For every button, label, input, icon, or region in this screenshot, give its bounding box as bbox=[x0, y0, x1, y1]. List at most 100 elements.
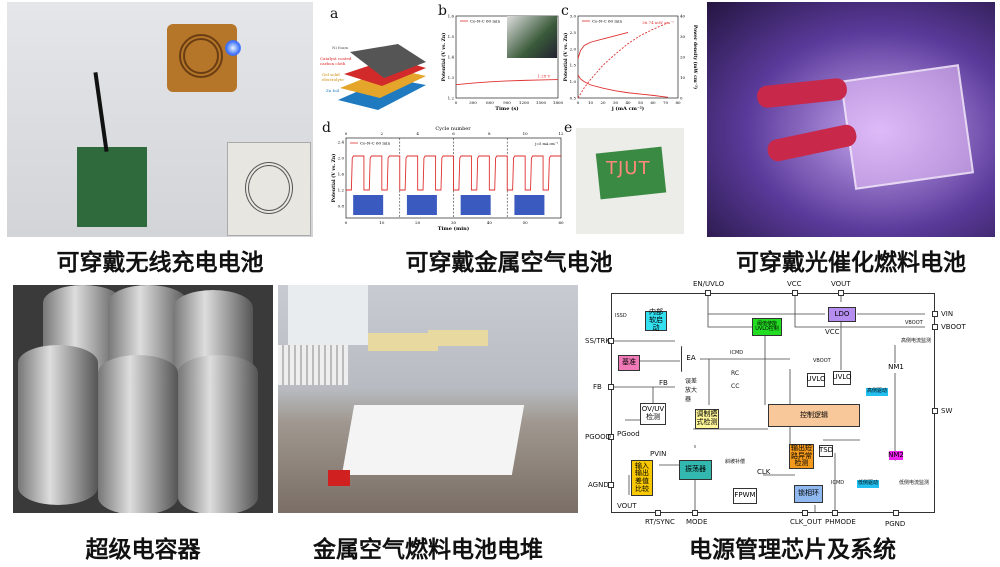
y-tick-label: 1.2 bbox=[338, 188, 345, 193]
photo-photocatalytic-fuel-cell bbox=[707, 2, 995, 237]
x-tick-label: 70 bbox=[663, 100, 669, 105]
label-pgood-wire: PGood bbox=[617, 430, 640, 438]
x-tick-label: 20 bbox=[600, 100, 606, 105]
legend-label: Co-N-C 60 min bbox=[592, 19, 622, 24]
label-vboot-wire: VBOOT bbox=[905, 320, 923, 326]
x-tick-label: 60 bbox=[650, 100, 656, 105]
label-high-side-monitor: 高侧电流监测 bbox=[901, 338, 932, 344]
photo-led-board: TJUT bbox=[576, 128, 684, 234]
layer-schematic bbox=[338, 44, 426, 110]
circuit-board bbox=[77, 147, 147, 227]
pin-label-ss-trk: SS/TRK bbox=[585, 337, 610, 345]
label-issd: ISSD bbox=[615, 313, 627, 319]
cell-device bbox=[839, 64, 975, 190]
block-mod-detect: 调制模式检测 bbox=[695, 409, 719, 429]
label-cc: CC bbox=[731, 383, 740, 390]
cable bbox=[93, 72, 109, 152]
label-error-amp: 误差放大器 bbox=[685, 378, 698, 403]
y2-axis-label: Power density (mW cm⁻²) bbox=[692, 25, 699, 89]
y-tick-label: 1.6 bbox=[338, 172, 345, 177]
y-tick-label: 1.3 bbox=[448, 75, 455, 80]
x-axis-label: j (mA cm⁻²) bbox=[611, 105, 644, 112]
x-tick-label: 0 bbox=[577, 100, 580, 105]
legend-label: Co-N-C 60 min bbox=[470, 19, 500, 24]
layer-ni-foam bbox=[350, 44, 426, 78]
x-tick-label: 600 bbox=[486, 100, 494, 105]
white-box bbox=[341, 405, 525, 475]
panel-label-e: e bbox=[564, 120, 573, 136]
label-ramp: 斜坡补偿 bbox=[725, 459, 746, 465]
caption-metal-air-battery: 可穿戴金属空气电池 bbox=[405, 250, 613, 276]
x2-tick-label: 12 bbox=[558, 131, 564, 136]
pin-label-fb: FB bbox=[593, 383, 602, 391]
red-load bbox=[328, 470, 350, 486]
photo-supercapacitor bbox=[13, 285, 273, 513]
plot-frame bbox=[577, 15, 679, 99]
y-tick-label: 1.4 bbox=[448, 55, 455, 60]
pin-label-phmode: PHMODE bbox=[825, 518, 856, 526]
y2-tick-label: 10 bbox=[680, 75, 686, 80]
x2-tick-label: 2 bbox=[381, 131, 384, 136]
label-pvin: PVIN bbox=[650, 450, 667, 458]
x-tick-label: 0 bbox=[345, 220, 348, 225]
y-tick-label: 2.0 bbox=[570, 46, 577, 51]
wires bbox=[611, 292, 925, 513]
photo-wireless-charging-battery bbox=[7, 2, 313, 237]
block-fpwm: FPWM bbox=[733, 488, 757, 504]
label-vboot-uvlo: VBOOT bbox=[813, 358, 831, 364]
x2-tick-label: 0 bbox=[345, 131, 348, 136]
y-tick-label: 2.4 bbox=[338, 140, 345, 145]
pin-label-pgood: PGOOD bbox=[585, 433, 612, 441]
pin-ss-trk bbox=[608, 338, 614, 344]
x-tick-label: 1500 bbox=[536, 100, 547, 105]
panel-label-d: d bbox=[322, 120, 331, 136]
pin-agnd bbox=[608, 482, 614, 488]
x-tick-label: 30 bbox=[451, 220, 457, 225]
pin-vboot bbox=[932, 324, 938, 330]
label-icmd: ICMD bbox=[730, 350, 744, 356]
label-rc: RC bbox=[731, 370, 740, 377]
caption-power-management-chip: 电源管理芯片及系统 bbox=[689, 537, 896, 563]
pin-label-vcc: VCC bbox=[787, 280, 802, 288]
pin-rt-sync bbox=[655, 510, 661, 516]
panel-label-c: c bbox=[561, 3, 569, 19]
pin-label-agnd: AGND bbox=[588, 481, 609, 489]
pin-vin bbox=[932, 311, 938, 317]
y-tick-label: 1.0 bbox=[570, 79, 577, 84]
stack-1 bbox=[368, 333, 438, 351]
y-tick-label: 1.6 bbox=[448, 14, 455, 19]
x-tick-label: 40 bbox=[487, 220, 493, 225]
inset-photo-hands bbox=[514, 195, 545, 215]
coil bbox=[179, 34, 223, 78]
series-discharge-c bbox=[577, 74, 669, 98]
pin-label-mode: MODE bbox=[686, 518, 708, 526]
block-ldo: LDO bbox=[828, 307, 856, 322]
pin-mode bbox=[692, 510, 698, 516]
layer-label-gel: Gel solid electrolyte bbox=[322, 72, 344, 82]
label-clk: CLK bbox=[757, 468, 771, 476]
block-soft-start: 内部软启动 bbox=[645, 309, 667, 332]
label-fb-wire: FB bbox=[659, 379, 668, 387]
pin-clk-out bbox=[802, 510, 808, 516]
pin-label-vout-input: VOUT bbox=[617, 502, 637, 510]
photo-fuel-cell-stack bbox=[278, 285, 578, 513]
x-tick-label: 1200 bbox=[519, 100, 530, 105]
pin-label-pgnd: PGND bbox=[885, 520, 906, 528]
inset-photo-hands bbox=[353, 195, 384, 215]
pin-vcc bbox=[792, 290, 798, 296]
pin-en-uvlo bbox=[705, 290, 711, 296]
x-tick-label: 300 bbox=[469, 100, 477, 105]
block-short-detect: 输出短路异常检测 bbox=[789, 443, 814, 469]
x2-tick-label: 10 bbox=[523, 131, 529, 136]
block-nm2: NM2 bbox=[888, 450, 904, 460]
clip-red-2 bbox=[765, 122, 859, 164]
caption-wireless-charging-battery: 可穿戴无线充电电池 bbox=[56, 250, 264, 276]
pin-pgnd bbox=[893, 510, 899, 516]
annotation-b: 1.28 V bbox=[537, 74, 550, 79]
figure-metal-air-battery: a b c d e Ni foam Catalyst coated carbon… bbox=[318, 0, 700, 237]
block-low-side-driver: 低侧驱动 bbox=[857, 480, 879, 488]
caption-fuel-cell-stack: 金属空气燃料电池电堆 bbox=[313, 537, 543, 563]
series-cycling-d bbox=[346, 155, 561, 191]
panel-label-a: a bbox=[330, 6, 339, 22]
y-tick-label: 1.2 bbox=[448, 96, 455, 101]
